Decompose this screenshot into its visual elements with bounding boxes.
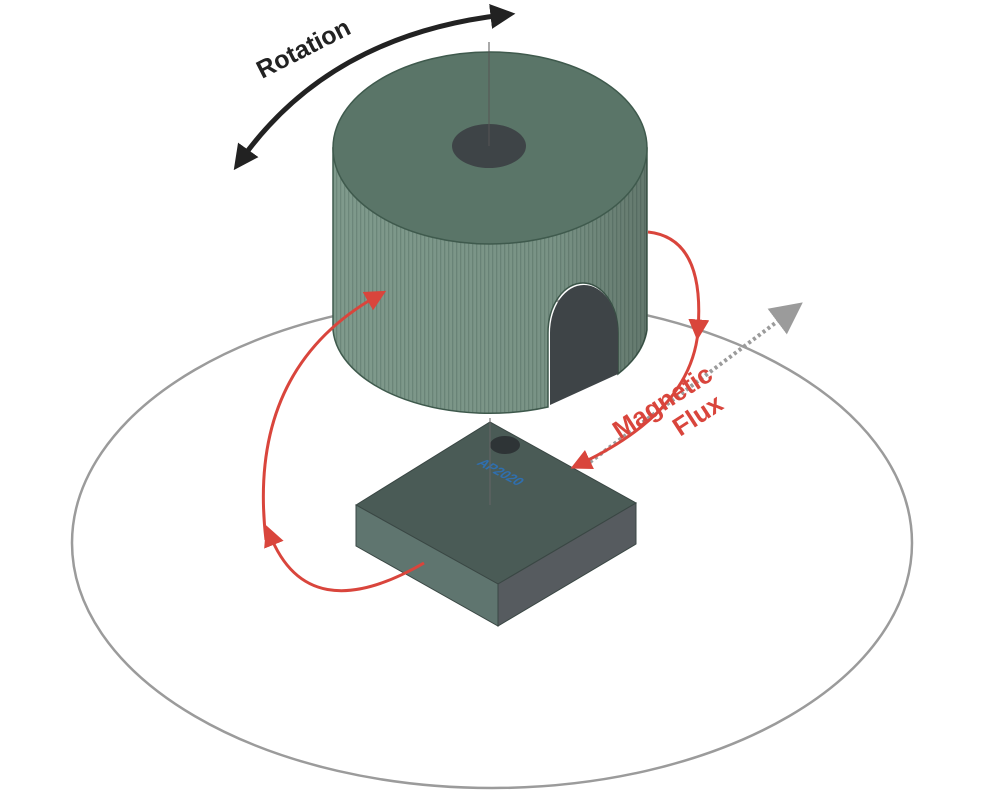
sensor-chip: AP2020 xyxy=(355,421,638,627)
flux-arrow-to-chip-icon xyxy=(570,331,700,470)
rotation-label: Rotation xyxy=(252,13,355,84)
flux-arrow-left-lower-icon xyxy=(264,525,425,593)
flux-arrow-left-upper-icon xyxy=(261,290,387,541)
rotation-arrow-icon xyxy=(233,4,516,171)
ring-magnet xyxy=(332,51,648,415)
magnet-slot-interior xyxy=(550,285,618,405)
chip-pin1-dot xyxy=(490,436,520,454)
chip-right-face xyxy=(497,502,637,627)
flux-arrow-right-icon xyxy=(647,230,710,341)
